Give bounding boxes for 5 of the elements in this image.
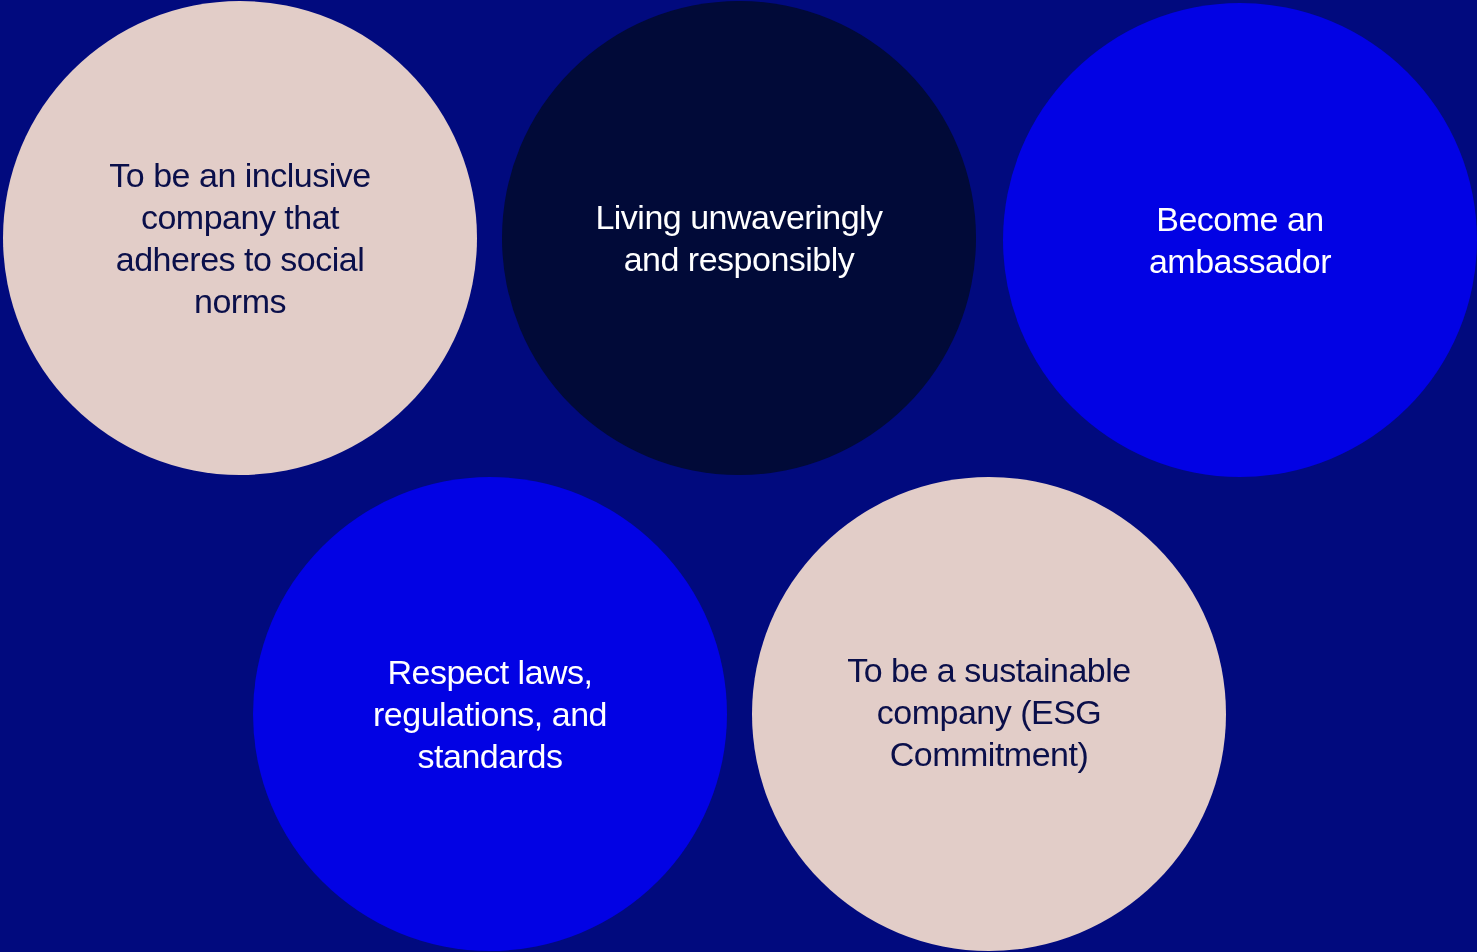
circle-text: Living unwaveringly and responsibly bbox=[594, 197, 884, 280]
circle-text: To be an inclusive company that adheres to social norms bbox=[108, 155, 372, 322]
circle-text: Become an ambassador bbox=[1147, 199, 1333, 282]
circle-text: To be a sustainable company (ESG Commitment) bbox=[846, 650, 1132, 775]
circle-text: Respect laws, regulations, and standards bbox=[372, 652, 608, 777]
